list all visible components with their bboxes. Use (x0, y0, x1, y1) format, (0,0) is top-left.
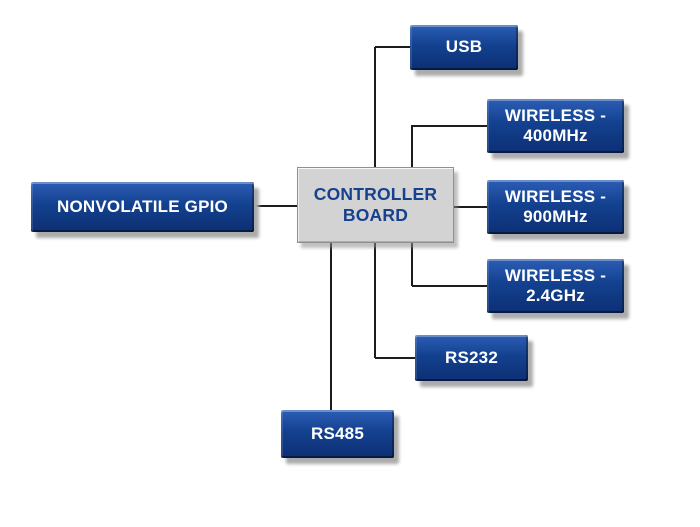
node-usb: USB (410, 25, 518, 70)
node-nonvolatile-gpio: NONVOLATILE GPIO (31, 182, 254, 232)
connector-controller-usb-horizontal (375, 46, 410, 48)
node-wireless-900mhz: WIRELESS - 900MHz (487, 180, 624, 234)
node-nonvolatile-gpio-label: NONVOLATILE GPIO (56, 196, 228, 216)
connector-wireless-400mhz (412, 125, 487, 127)
connector-wireless-900mhz (454, 206, 487, 208)
node-wireless-24ghz: WIRELESS - 2.4GHz (487, 259, 624, 313)
node-rs232-label: RS232 (445, 347, 498, 367)
node-controller-board-label-line1: CONTROLLER (313, 184, 438, 204)
node-wireless-400mhz-label-line2: 400MHz (523, 126, 588, 145)
node-rs232: RS232 (415, 335, 528, 381)
node-wireless-24ghz-label-line2: 2.4GHz (526, 286, 585, 305)
connector-controller-rs232-horizontal (375, 357, 415, 359)
node-wireless-900mhz-label-line1: WIRELESS - (504, 186, 607, 206)
connector-wireless-24ghz (412, 285, 487, 287)
node-wireless-24ghz-label-line1: WIRELESS - (504, 265, 607, 285)
node-controller-board-label-line2: BOARD (342, 205, 409, 225)
connector-controller-rs232-vertical (374, 243, 376, 358)
node-rs485: RS485 (281, 410, 394, 458)
node-wireless-400mhz: WIRELESS - 400MHz (487, 99, 624, 153)
node-usb-label: USB (445, 37, 483, 57)
connector-gpio-controller (254, 205, 297, 207)
node-rs485-label: RS485 (311, 423, 364, 443)
connector-controller-usb-vertical (374, 47, 376, 167)
node-controller-board: CONTROLLER BOARD (297, 167, 454, 243)
node-wireless-900mhz-label-line2: 900MHz (523, 207, 588, 226)
node-wireless-400mhz-label-line1: WIRELESS - (504, 105, 607, 125)
connector-controller-rs485 (330, 243, 332, 410)
